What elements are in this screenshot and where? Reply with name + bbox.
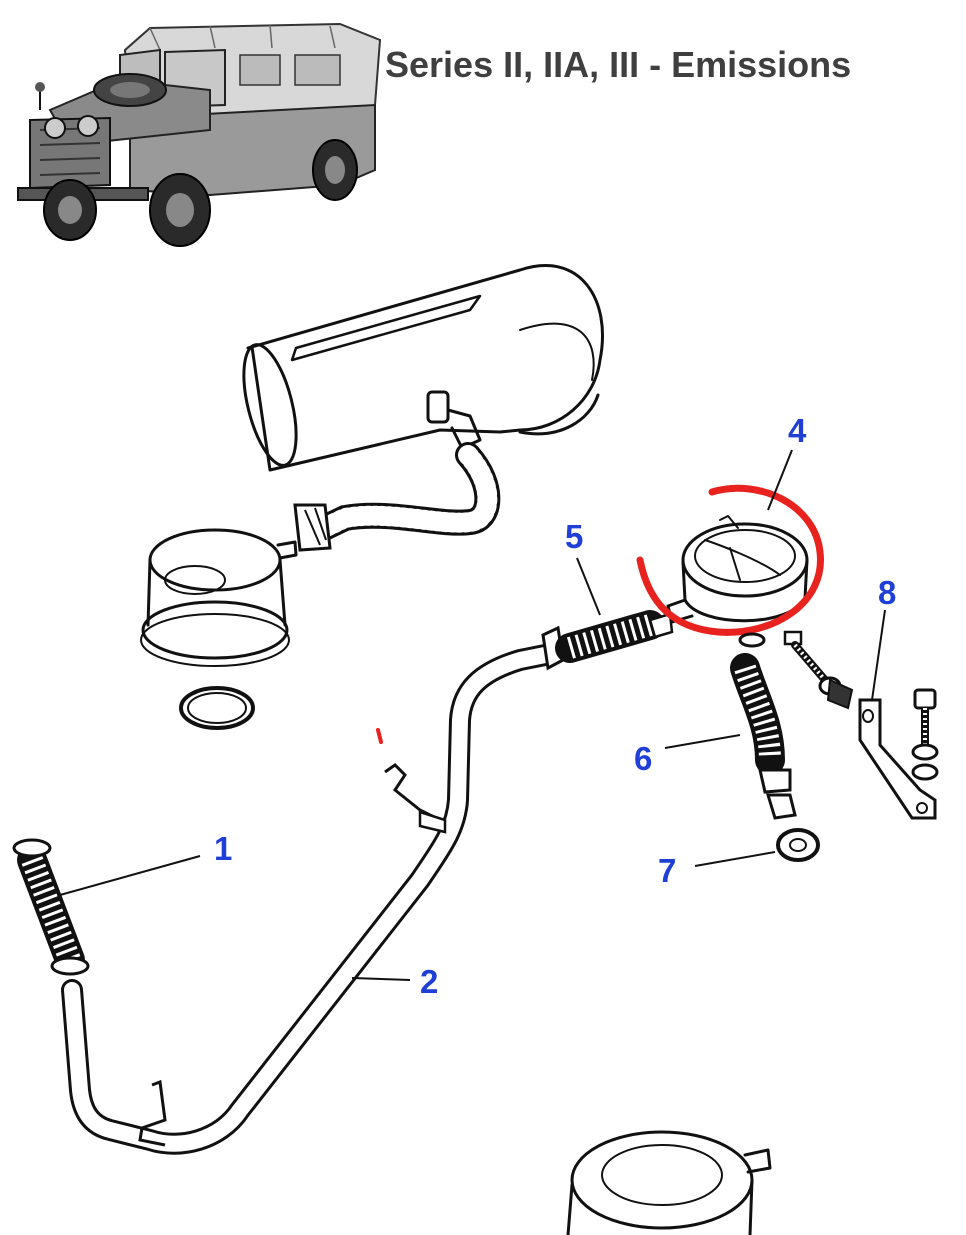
callout-6: 6	[634, 740, 652, 777]
part-5-hose	[555, 610, 674, 663]
leader-4	[767, 449, 793, 511]
breather-canister	[140, 528, 298, 730]
leader-1	[59, 855, 201, 896]
leader-6	[664, 734, 741, 749]
breather-hose	[293, 442, 501, 552]
pipe-2	[61, 625, 565, 1155]
callout-7: 7	[658, 852, 676, 889]
leader-8	[871, 609, 886, 701]
leader-5	[576, 557, 601, 616]
leader-7	[694, 851, 776, 867]
callout-8: 8	[878, 574, 896, 611]
highlight-mark	[376, 728, 383, 744]
leader-2	[351, 977, 411, 981]
air-intake-elbow	[242, 264, 604, 472]
callout-2: 2	[420, 963, 438, 1000]
part-8-bracket	[858, 698, 937, 820]
bolt-set-upper	[783, 630, 854, 710]
callout-1: 1	[214, 830, 232, 867]
part-1-hose	[12, 838, 90, 976]
part-7-washer	[776, 828, 820, 862]
highlight-circle	[636, 484, 824, 636]
callout-4: 4	[788, 412, 807, 449]
diagram-title: Series II, IIA, III - Emissions	[385, 44, 851, 85]
bottom-canister	[566, 1130, 772, 1235]
part-6-hose	[730, 632, 797, 820]
callout-5: 5	[565, 518, 583, 555]
bolt-set-lower	[911, 688, 939, 781]
part-4-valve	[666, 515, 809, 624]
vehicle-illustration	[17, 22, 382, 247]
